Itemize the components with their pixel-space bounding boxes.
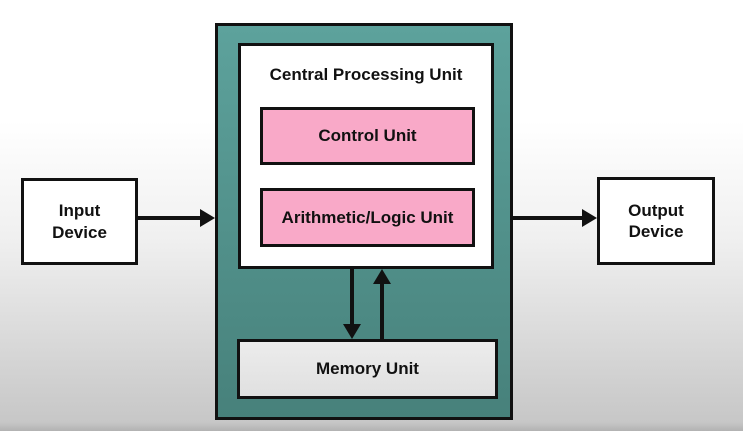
output-device-box: Output Device [597, 177, 715, 265]
input-device-box: Input Device [21, 178, 138, 265]
cpu-title: Central Processing Unit [269, 65, 463, 84]
alu-box: Arithmetic/Logic Unit [260, 188, 475, 247]
memory-unit-label: Memory Unit [316, 359, 419, 379]
cpu-container-box: Central Processing Unit Control Unit Ari… [215, 23, 513, 420]
output-arrow-line [513, 216, 583, 220]
input-device-label: Input Device [52, 201, 107, 242]
memory-unit-box: Memory Unit [237, 339, 498, 399]
control-unit-label: Control Unit [318, 126, 417, 146]
arrow-up-icon [373, 269, 391, 284]
arrow-right-icon [582, 209, 597, 227]
cpu-to-memory-line [350, 269, 354, 326]
arrow-right-icon [200, 209, 215, 227]
control-unit-box: Control Unit [260, 107, 475, 165]
arrow-down-icon [343, 324, 361, 339]
cpu-inner-box: Central Processing Unit Control Unit Ari… [238, 43, 494, 269]
alu-label: Arithmetic/Logic Unit [281, 207, 454, 227]
output-device-label: Output Device [628, 200, 684, 241]
memory-to-cpu-line [380, 282, 384, 339]
input-arrow-line [138, 216, 201, 220]
